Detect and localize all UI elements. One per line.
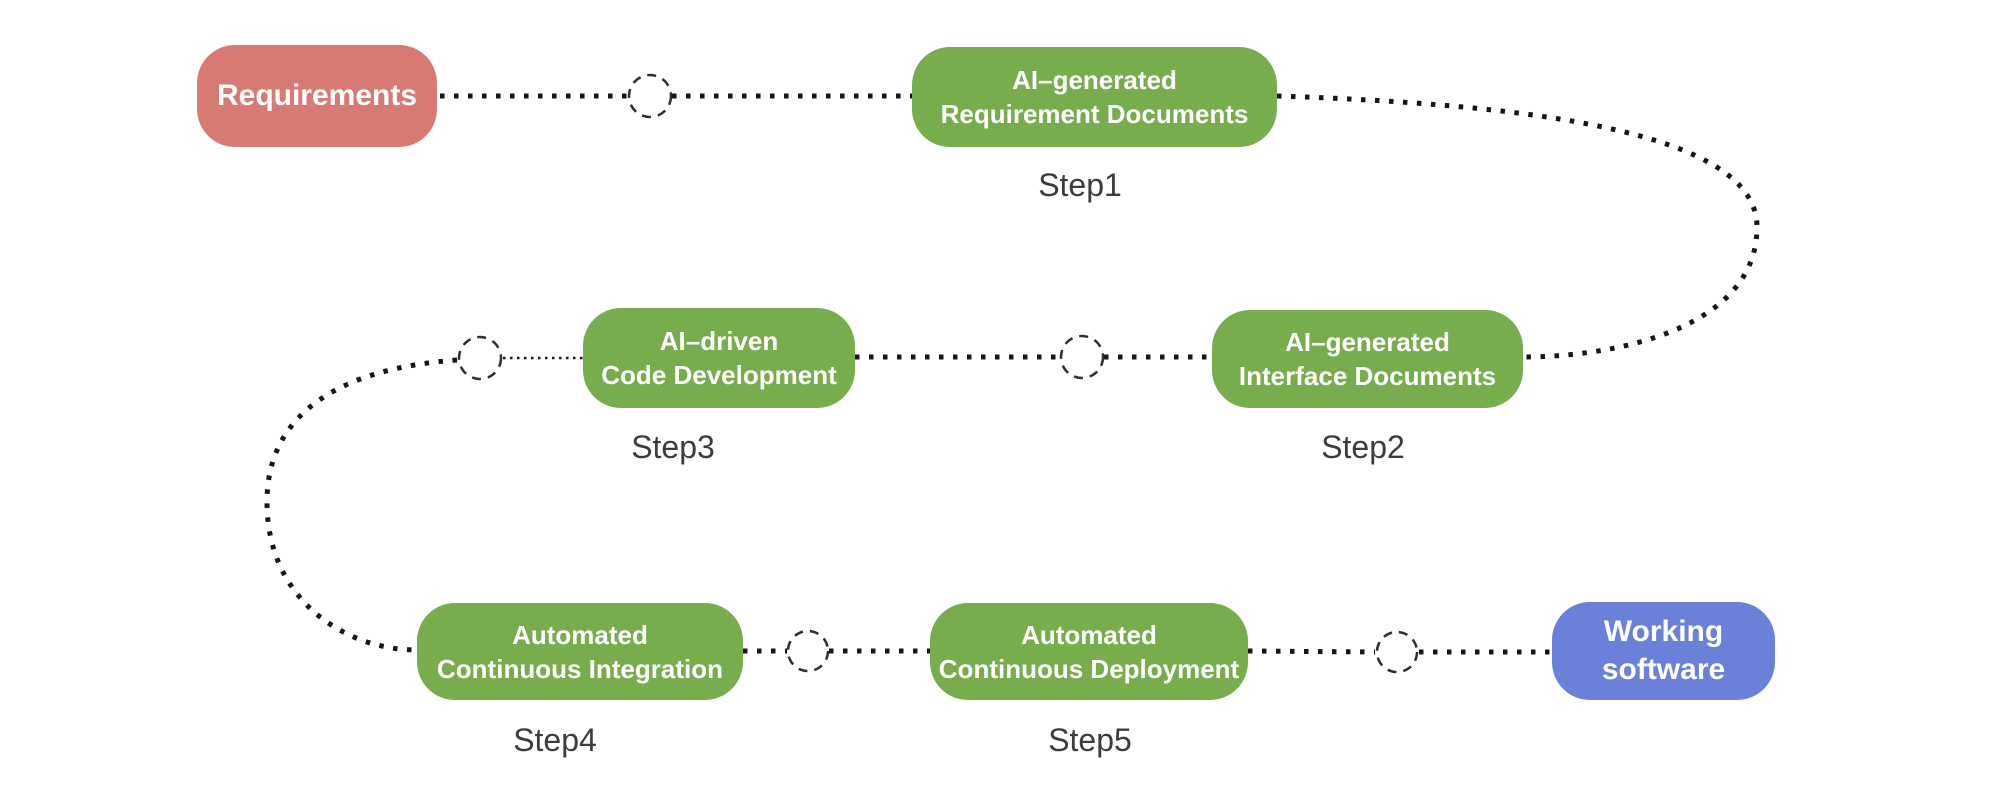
node-label-line2: Interface Documents — [1238, 361, 1497, 391]
node-label-line1: AI–generated — [1285, 327, 1450, 357]
node-label-line2: Continuous Deployment — [938, 653, 1240, 684]
node-label-line1: Automated — [1021, 619, 1157, 650]
node-label-line1: AI–generated — [1012, 65, 1177, 95]
step-label-step5: Step5 — [1048, 722, 1132, 758]
step-label-step1: Step1 — [1038, 167, 1122, 203]
node-working-software: Working software — [1552, 602, 1775, 700]
node-label-line1: Automated — [512, 619, 648, 650]
node-label-line1: Working — [1603, 615, 1724, 648]
dotted-curve-step3-to-step4 — [264, 357, 458, 653]
node-step4-automated-continuous-integration: Automated Continuous Integration — [417, 603, 743, 700]
node-step1-ai-generated-requirement-documents: AI–generated Requirement Documents — [912, 47, 1277, 147]
node-label-line2: Code Development — [601, 360, 837, 390]
node-step2-ai-generated-interface-documents: AI–generated Interface Documents — [1212, 310, 1523, 408]
step-label-step4: Step4 — [513, 722, 597, 758]
node-label-line1: AI–driven — [659, 326, 779, 356]
step-label-step3: Step3 — [631, 429, 715, 465]
node-label: Requirements — [216, 79, 418, 112]
dashed-circle-icon — [1375, 630, 1419, 674]
node-step3-ai-driven-code-development: AI–driven Code Development — [583, 308, 855, 408]
dashed-circle-icon — [627, 73, 673, 119]
step-label-step2: Step2 — [1321, 429, 1405, 465]
dashed-circle-icon — [457, 335, 503, 381]
dashed-circle-icon — [1059, 334, 1105, 380]
dotted-curve-step1-to-step2 — [1276, 93, 1760, 360]
node-label-line2: Requirement Documents — [940, 99, 1249, 129]
node-step5-automated-continuous-deployment: Automated Continuous Deployment — [930, 603, 1248, 700]
node-label-line2: software — [1601, 653, 1726, 686]
dashed-circle-icon — [786, 629, 830, 673]
dotted-line-step5-to-circle — [1247, 648, 1376, 655]
node-requirements: Requirements — [197, 45, 437, 147]
node-label-line2: Continuous Integration — [437, 653, 723, 684]
